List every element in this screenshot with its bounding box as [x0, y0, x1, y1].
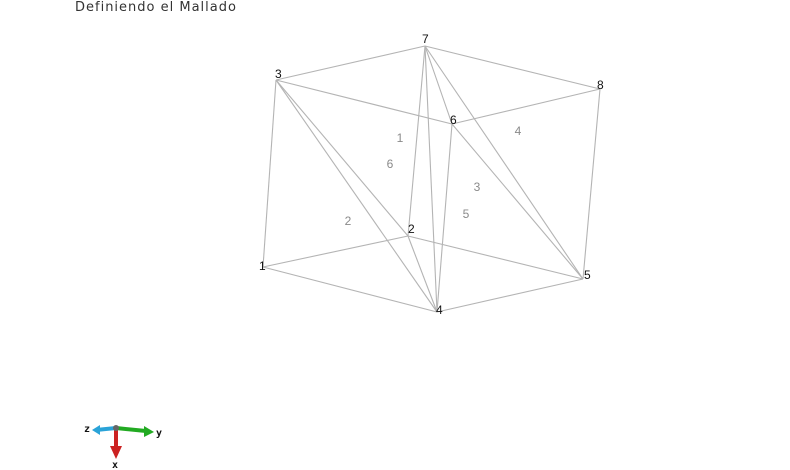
element-labels: 1 2 3 4 5 6 — [345, 124, 522, 228]
mesh-edge-6-4 — [436, 123, 453, 313]
mesh-edges — [262, 45, 601, 313]
node-label-5: 5 — [584, 268, 591, 282]
mesh-edge-5-8 — [582, 88, 601, 280]
mesh-edge-3-6 — [275, 79, 453, 125]
axis-triad: z y x — [84, 424, 162, 470]
mesh-edge-7-8 — [424, 45, 601, 90]
mesh-edge-3-4 — [275, 79, 438, 313]
y-axis-arrow — [115, 426, 147, 433]
y-axis-label: y — [156, 428, 162, 439]
mesh-edge-7-5 — [424, 45, 584, 280]
x-axis-label: x — [112, 460, 118, 470]
node-label-4: 4 — [436, 303, 443, 317]
x-axis-arrowhead — [110, 446, 122, 459]
triad-origin — [113, 425, 119, 431]
element-label-2: 2 — [345, 214, 352, 228]
element-label-6: 6 — [387, 157, 394, 171]
mesh-edge-1-4 — [262, 266, 438, 313]
y-axis-arrowhead — [144, 426, 154, 437]
mesh-edge-4-5 — [436, 278, 584, 313]
element-label-4: 4 — [515, 124, 522, 138]
mesh-edge-7-2 — [407, 45, 426, 237]
node-label-6: 6 — [450, 113, 457, 127]
mesh-edge-3-7 — [275, 45, 426, 81]
mesh-edge-6-8 — [451, 88, 601, 125]
element-label-3: 3 — [474, 180, 481, 194]
z-axis-arrowhead — [92, 425, 100, 435]
mesh-edge-3-2 — [275, 79, 409, 237]
node-label-3: 3 — [275, 67, 282, 81]
page-title: Definiendo el Mallado — [75, 0, 237, 15]
mesh-edge-1-2 — [262, 235, 409, 268]
z-axis-label: z — [84, 424, 90, 435]
mesh-edge-2-4 — [407, 235, 438, 313]
element-label-1: 1 — [397, 131, 404, 145]
node-label-2: 2 — [408, 222, 415, 236]
mesh-edge-1-3 — [262, 79, 277, 268]
node-label-8: 8 — [597, 78, 604, 92]
node-label-1: 1 — [259, 259, 266, 273]
node-label-7: 7 — [422, 32, 429, 46]
node-labels: 1 2 3 4 5 6 7 8 — [259, 32, 604, 317]
mesh-edge-7-4 — [424, 45, 438, 313]
mesh-edge-6-7 — [424, 45, 453, 125]
element-label-5: 5 — [463, 207, 470, 221]
mesh-edge-2-5 — [407, 235, 584, 280]
mesh-edge-6-5 — [451, 123, 584, 280]
